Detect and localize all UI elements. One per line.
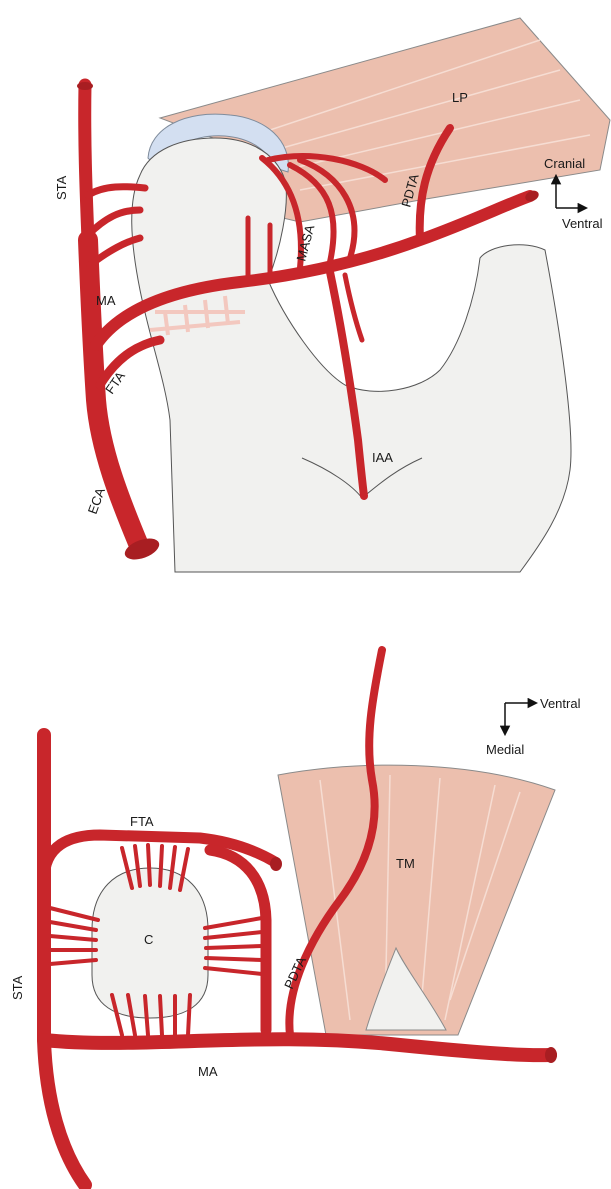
label-eca: ECA: [85, 485, 108, 516]
ma-artery-bottom: [44, 1039, 550, 1055]
temporal-muscle: [278, 765, 555, 1035]
label-ventral-bottom: Ventral: [540, 696, 581, 711]
label-ventral-top: Ventral: [562, 216, 603, 231]
sta-end: [77, 82, 93, 90]
label-c: C: [144, 932, 153, 947]
label-medial: Medial: [486, 742, 524, 757]
label-iaa: IAA: [372, 450, 393, 465]
fta-end: [270, 857, 282, 871]
label-ma-bottom: MA: [198, 1064, 218, 1079]
label-lp: LP: [452, 90, 468, 105]
condyle-vessels-right: [205, 918, 262, 974]
label-ma: MA: [96, 293, 116, 308]
label-sta-bottom: STA: [10, 975, 25, 1000]
fta-right-loop: [210, 850, 266, 1030]
sta-artery: [85, 85, 88, 240]
orientation-bottom: Ventral Medial: [486, 696, 581, 757]
label-cranial: Cranial: [544, 156, 585, 171]
label-fta-bottom: FTA: [130, 814, 154, 829]
label-tm: TM: [396, 856, 415, 871]
condyle-vessels-left: [50, 908, 98, 964]
label-sta: STA: [54, 175, 69, 200]
ma-end-bottom: [545, 1047, 557, 1063]
bottom-panel: FTA C STA MA PDTA TM Ventral Medial: [10, 650, 581, 1185]
label-pdta-bottom: PDTA: [281, 954, 309, 991]
top-panel: STA MA FTA ECA MASA PDTA LP IAA Cranial …: [54, 18, 610, 572]
iaa-branch: [345, 275, 362, 340]
